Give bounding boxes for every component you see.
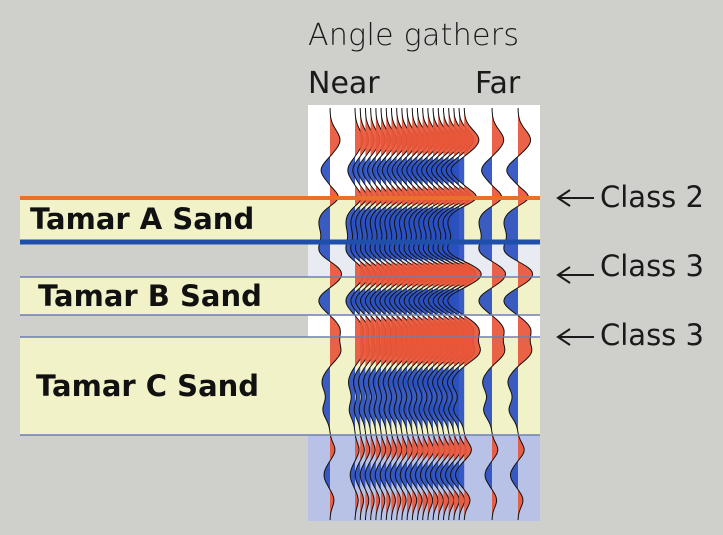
- trace-positive-fill: [427, 108, 443, 520]
- trace-positive-fill: [433, 108, 448, 520]
- trace-positive-fill: [407, 108, 420, 520]
- class-2-label: Class 2: [600, 180, 704, 214]
- trace-wiggle: [384, 108, 410, 521]
- trace-wiggle: [503, 108, 534, 521]
- trace-positive-fill: [365, 108, 376, 520]
- trace-negative-fill: [379, 108, 392, 520]
- trace-positive-fill: [391, 108, 404, 520]
- trace-negative-fill: [437, 108, 454, 520]
- wiggle-traces: [318, 107, 534, 521]
- trace-wiggle: [359, 107, 382, 520]
- trace-wiggle: [345, 107, 365, 520]
- trace-positive-fill: [355, 108, 365, 520]
- trace-negative-fill: [318, 108, 330, 520]
- trace-positive-fill: [448, 108, 465, 520]
- trace-positive-fill: [438, 108, 454, 520]
- tamar-a-label: Tamar A Sand: [30, 202, 255, 236]
- trace-positive-fill: [401, 108, 415, 520]
- trace-negative-fill: [408, 108, 423, 520]
- trace-positive-fill: [360, 108, 370, 520]
- trace-negative-fill: [433, 108, 449, 520]
- class-3-upper-label: Class 3: [600, 249, 704, 283]
- trace-positive-fill: [422, 108, 437, 520]
- trace-wiggle: [447, 108, 482, 521]
- arrow-class-2: [556, 189, 594, 207]
- trace-wiggle: [354, 107, 377, 520]
- trace-positive-fill: [518, 108, 533, 520]
- trace-wiggle: [369, 108, 393, 521]
- trace-negative-fill: [374, 108, 387, 520]
- trace-negative-fill: [478, 108, 492, 520]
- trace-negative-fill: [355, 108, 366, 520]
- tamar-c-label: Tamar C Sand: [36, 369, 260, 403]
- figure-title: Angle gathers: [308, 18, 520, 53]
- trace-positive-fill: [396, 108, 409, 520]
- near-label: Near: [308, 66, 380, 101]
- trace-positive-fill: [386, 108, 398, 520]
- trace-negative-fill: [428, 108, 444, 520]
- trace-wiggle: [318, 108, 343, 521]
- trace-positive-fill: [453, 108, 471, 520]
- trace-positive-fill: [381, 108, 393, 520]
- trace-negative-fill: [442, 108, 459, 520]
- trace-positive-fill: [443, 108, 459, 520]
- trace-wiggle: [478, 108, 507, 521]
- trace-negative-fill: [384, 108, 397, 520]
- trace-negative-fill: [389, 108, 402, 520]
- trace-negative-fill: [360, 108, 371, 520]
- trace-negative-fill: [418, 108, 433, 520]
- trace-positive-fill: [375, 108, 387, 520]
- trace-negative-fill: [394, 108, 407, 520]
- trace-negative-fill: [404, 108, 418, 520]
- trace-negative-fill: [399, 108, 413, 520]
- tamar-b-label: Tamar B Sand: [38, 279, 262, 313]
- trace-negative-fill: [370, 108, 381, 520]
- trace-positive-fill: [412, 108, 426, 520]
- trace-wiggle: [350, 107, 371, 520]
- trace-positive-fill: [464, 108, 482, 520]
- trace-positive-fill: [459, 108, 476, 520]
- arrow-class-3-upper: [556, 266, 594, 284]
- trace-positive-fill: [417, 108, 432, 520]
- trace-positive-fill: [492, 108, 506, 520]
- far-label: Far: [475, 66, 521, 101]
- arrow-class-3-lower: [556, 328, 594, 346]
- trace-positive-fill: [330, 108, 342, 520]
- trace-wiggle: [379, 108, 404, 521]
- trace-wiggle: [364, 108, 388, 520]
- trace-wiggle: [374, 108, 399, 521]
- trace-negative-fill: [503, 108, 518, 520]
- trace-negative-fill: [423, 108, 439, 520]
- trace-negative-fill: [365, 108, 376, 520]
- class-3-lower-label: Class 3: [600, 318, 704, 352]
- trace-negative-fill: [345, 108, 355, 520]
- trace-negative-fill: [413, 108, 428, 520]
- trace-positive-fill: [370, 108, 381, 520]
- trace-negative-fill: [447, 108, 465, 520]
- trace-negative-fill: [350, 108, 361, 520]
